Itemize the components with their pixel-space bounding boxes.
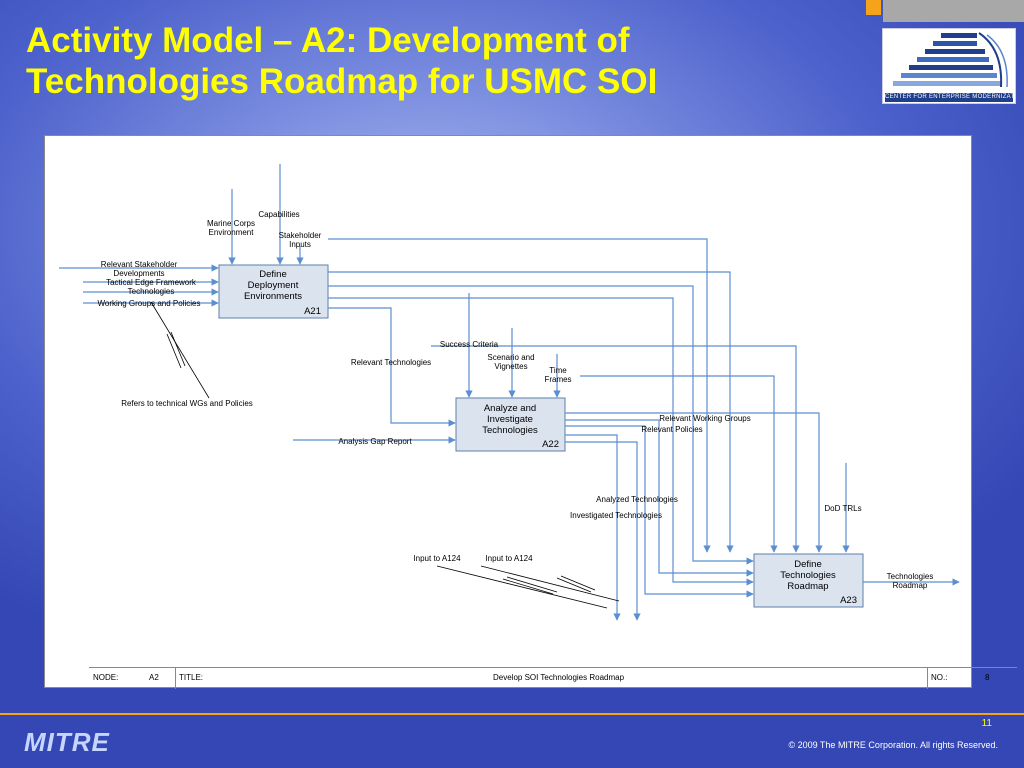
accent-square bbox=[866, 0, 881, 15]
label-time-2: Frames bbox=[544, 375, 571, 384]
a22-id: A22 bbox=[542, 439, 559, 450]
cem-logo: CENTER FOR ENTERPRISE MODERNIZATION bbox=[882, 28, 1016, 104]
header-gray-bar bbox=[883, 0, 1024, 22]
a21-line3: Environments bbox=[244, 291, 302, 302]
label-relevant-technologies: Relevant Technologies bbox=[351, 358, 431, 367]
copyright-text: © 2009 The MITRE Corporation. All rights… bbox=[788, 740, 998, 750]
idef0-diagram: Define Deployment Environments A21 Analy… bbox=[44, 135, 1017, 689]
label-input-a124-2: Input to A124 bbox=[485, 554, 533, 563]
label-rel-stake-2: Developments bbox=[113, 269, 164, 278]
a22-line3: Technologies bbox=[482, 425, 538, 436]
label-dod-trls: DoD TRLs bbox=[824, 504, 861, 513]
label-marine-corps-2: Environment bbox=[209, 228, 255, 237]
a23-line1: Define bbox=[794, 559, 821, 570]
label-working-groups: Working Groups and Policies bbox=[97, 299, 200, 308]
a22-line1: Analyze and bbox=[484, 403, 536, 414]
footer-title-label: TITLE: bbox=[179, 673, 204, 682]
diagram-footer: NODE: A2 TITLE: Develop SOI Technologies… bbox=[89, 667, 1017, 689]
footer-node-label: NODE: bbox=[93, 673, 119, 682]
label-relevant-working-groups: Relevant Working Groups bbox=[659, 414, 750, 423]
a22-line2: Investigate bbox=[487, 414, 533, 425]
footer-divider-line bbox=[0, 713, 1024, 715]
label-stakeholder-2: Inputs bbox=[289, 240, 311, 249]
title-line-2: Technologies Roadmap for USMC SOI bbox=[26, 62, 658, 101]
label-scenario-2: Vignettes bbox=[494, 362, 527, 371]
label-capabilities: Capabilities bbox=[258, 210, 299, 219]
a21-line1: Define bbox=[259, 269, 286, 280]
staircase-logo-icon bbox=[893, 32, 1008, 88]
footer-divider bbox=[927, 668, 928, 689]
box-a21: Define Deployment Environments A21 bbox=[218, 264, 329, 319]
label-refers-to: Refers to technical WGs and Policies bbox=[121, 399, 253, 408]
mitre-logo: MITRE bbox=[24, 727, 110, 757]
a23-id: A23 bbox=[840, 595, 857, 606]
label-stakeholder-1: Stakeholder bbox=[279, 231, 322, 240]
diagram-labels: Capabilities Marine Corps Environment St… bbox=[97, 210, 933, 590]
label-gap-report: Analysis Gap Report bbox=[338, 437, 412, 446]
label-time-1: Time bbox=[549, 366, 567, 375]
label-input-a124-1: Input to A124 bbox=[413, 554, 461, 563]
slide-title: Activity Model – A2: Development of Tech… bbox=[26, 20, 846, 102]
label-rel-stake-1: Relevant Stakeholder bbox=[101, 260, 178, 269]
box-a23: Define Technologies Roadmap A23 bbox=[753, 553, 864, 608]
label-investigated-technologies: Investigated Technologies bbox=[570, 511, 662, 520]
diagram-canvas: Define Deployment Environments A21 Analy… bbox=[59, 164, 960, 621]
footer-title-value: Develop SOI Technologies Roadmap bbox=[493, 673, 625, 682]
a23-line2: Technologies bbox=[780, 570, 836, 581]
logo-caption: CENTER FOR ENTERPRISE MODERNIZATION bbox=[885, 93, 1013, 102]
page-number: 11 bbox=[981, 718, 992, 729]
label-output-2: Roadmap bbox=[893, 581, 928, 590]
label-output-1: Technologies bbox=[887, 572, 934, 581]
label-success-criteria: Success Criteria bbox=[440, 340, 499, 349]
label-relevant-policies: Relevant Policies bbox=[641, 425, 702, 434]
a23-line3: Roadmap bbox=[787, 581, 828, 592]
footer-no-value: 8 bbox=[985, 673, 990, 682]
label-analyzed-technologies: Analyzed Technologies bbox=[596, 495, 678, 504]
footer-divider bbox=[175, 668, 176, 689]
footer-node-value: A2 bbox=[149, 673, 159, 682]
label-scenario-1: Scenario and bbox=[487, 353, 534, 362]
a21-line2: Deployment bbox=[248, 280, 299, 291]
title-line-1: Activity Model – A2: Development of bbox=[26, 21, 630, 60]
connectors bbox=[59, 164, 960, 621]
label-technologies: Technologies bbox=[128, 287, 175, 296]
label-tactical-edge: Tactical Edge Framework bbox=[106, 278, 197, 287]
a21-id: A21 bbox=[304, 306, 321, 317]
footer-no-label: NO.: bbox=[931, 673, 948, 682]
label-marine-corps-1: Marine Corps bbox=[207, 219, 255, 228]
box-a22: Analyze and Investigate Technologies A22 bbox=[455, 397, 566, 452]
